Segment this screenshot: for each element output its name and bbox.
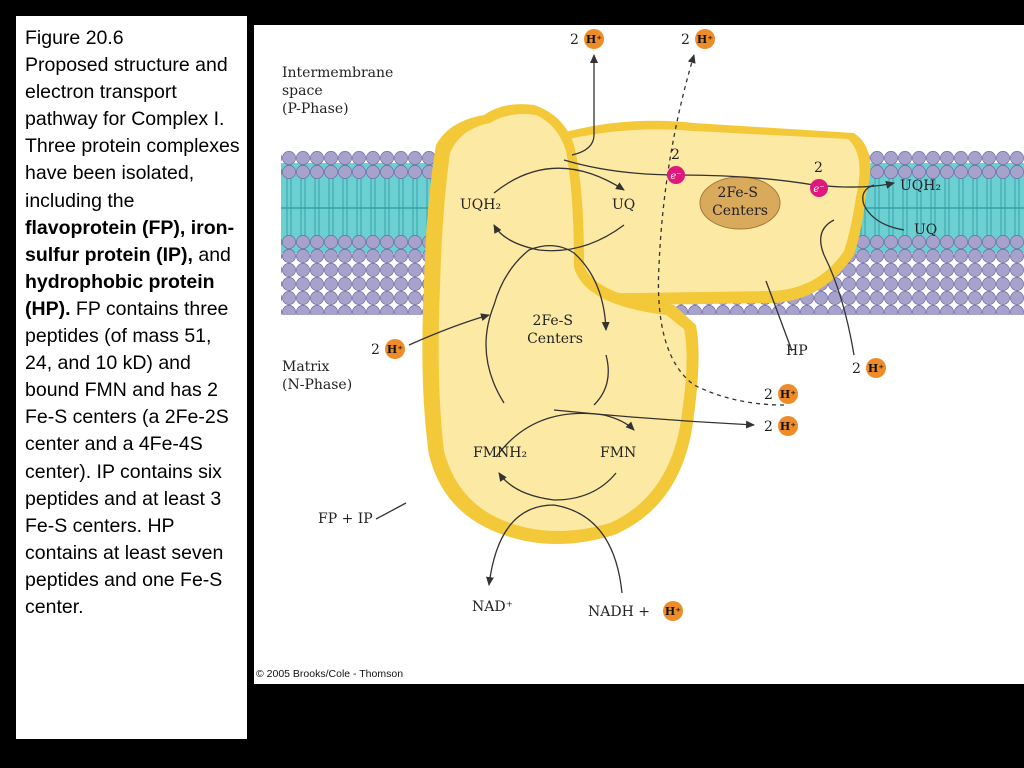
pathway-arrows (375, 54, 905, 594)
svg-text:2: 2 (764, 419, 773, 435)
arrow-proton-dashed (657, 54, 785, 406)
arrow-fes-left-loop (485, 245, 610, 404)
caption-fp-ip-bold: flavoprotein (FP), iron-sulfur protein (… (25, 216, 235, 266)
proton-nadh: H⁺ (663, 601, 683, 621)
arrow-proton-right-in (820, 219, 855, 356)
arrow-uqh2-to-uq-top (493, 167, 625, 194)
proton-top-left: 2 H⁺ (570, 29, 604, 49)
proton-circle (385, 339, 405, 359)
fes-center-label: 2Fe-S Centers (527, 313, 583, 347)
svg-text:H⁺: H⁺ (780, 420, 796, 433)
svg-text:H⁺: H⁺ (780, 388, 796, 401)
figure-caption: Figure 20.6 Proposed structure and elect… (25, 25, 240, 621)
arrow-hp-pointer (765, 280, 793, 352)
arrow-fmn-to-fmnh2 (498, 472, 617, 501)
arrow-nadh-to-nad (486, 504, 623, 594)
proton-circle (778, 416, 798, 436)
svg-text:H⁺: H⁺ (665, 605, 681, 618)
proton-circle (695, 29, 715, 49)
complex-i-diagram: 2 H⁺ 2 H⁺ 2 H⁺ 2 H⁺ 2 H⁺ 2 H⁺ (256, 29, 1024, 680)
arrow-proton-matrix-left (408, 313, 490, 346)
proton-circle (663, 601, 683, 621)
electron-circle (667, 166, 685, 184)
proton-top-right: 2 H⁺ (681, 29, 715, 49)
caption-title: Figure 20.6 (25, 27, 124, 49)
arrow-fes-to-membrane (593, 354, 609, 406)
electron-left: 2 e⁻ (667, 147, 685, 184)
proton-circle (866, 358, 886, 378)
fmn-label: FMN (600, 445, 636, 461)
caption-rest: FP contains three peptides (of mass 51, … (25, 297, 229, 618)
hp-label: HP (786, 343, 808, 359)
uqh2-left-label: UQH₂ (460, 197, 501, 213)
arrow-uq-right-in (862, 184, 905, 231)
nadh-label: NADH + (588, 604, 650, 620)
caption-and: and (198, 243, 231, 266)
fes-right-label: 2Fe-S Centers (712, 185, 768, 219)
proton-matrix-right: 2 H⁺ (852, 358, 886, 378)
electron-circle (810, 179, 828, 197)
svg-text:2: 2 (681, 32, 690, 48)
svg-text:H⁺: H⁺ (697, 33, 713, 46)
hp-protein-inner (540, 129, 860, 294)
svg-text:2: 2 (852, 361, 861, 377)
svg-text:2: 2 (570, 32, 579, 48)
proton-right-upper: 2 H⁺ (764, 384, 798, 404)
svg-text:2: 2 (371, 342, 380, 358)
fp-ip-label: FP + IP (318, 511, 373, 527)
arrow-proton-up-left (571, 54, 598, 156)
proton-circle (584, 29, 604, 49)
svg-text:H⁺: H⁺ (387, 343, 403, 356)
svg-text:2: 2 (764, 387, 773, 403)
caption-hp-bold: hydrophobic protein (HP). (25, 270, 215, 320)
svg-text:H⁺: H⁺ (868, 362, 884, 375)
uq-left-label: UQ (612, 197, 635, 213)
arrow-uq-to-uqh2-bottom (493, 224, 625, 252)
proton-right-lower: 2 H⁺ (764, 416, 798, 436)
fp-ip-protein-inner (438, 114, 687, 531)
figure-panel: 2 H⁺ 2 H⁺ 2 H⁺ 2 H⁺ 2 H⁺ 2 H⁺ (254, 25, 1024, 684)
arrow-to-proton-right-lower (553, 409, 755, 429)
electron-right: 2 e⁻ (810, 160, 828, 197)
proton-matrix-left: 2 H⁺ (371, 339, 405, 359)
svg-text:H⁺: H⁺ (586, 33, 602, 46)
matrix-label: Matrix (N-Phase) (282, 359, 352, 393)
uq-right-label: UQ (914, 222, 937, 238)
uqh2-right-label: UQH₂ (900, 178, 941, 194)
svg-text:2: 2 (814, 160, 823, 176)
nad-label: NAD⁺ (472, 599, 513, 615)
svg-text:e⁻: e⁻ (670, 171, 681, 182)
caption-intro: Proposed structure and electron transpor… (25, 54, 240, 212)
svg-text:e⁻: e⁻ (813, 184, 824, 195)
intermembrane-label: Intermembrane space (P-Phase) (282, 65, 398, 117)
arrow-fpip-pointer (375, 502, 407, 520)
copyright-text: © 2005 Brooks/Cole - Thomson (256, 668, 403, 680)
fmnh2-label: FMNH₂ (473, 445, 527, 461)
svg-text:2: 2 (671, 147, 680, 163)
proton-circle (778, 384, 798, 404)
caption-panel: Figure 20.6 Proposed structure and elect… (16, 16, 247, 739)
